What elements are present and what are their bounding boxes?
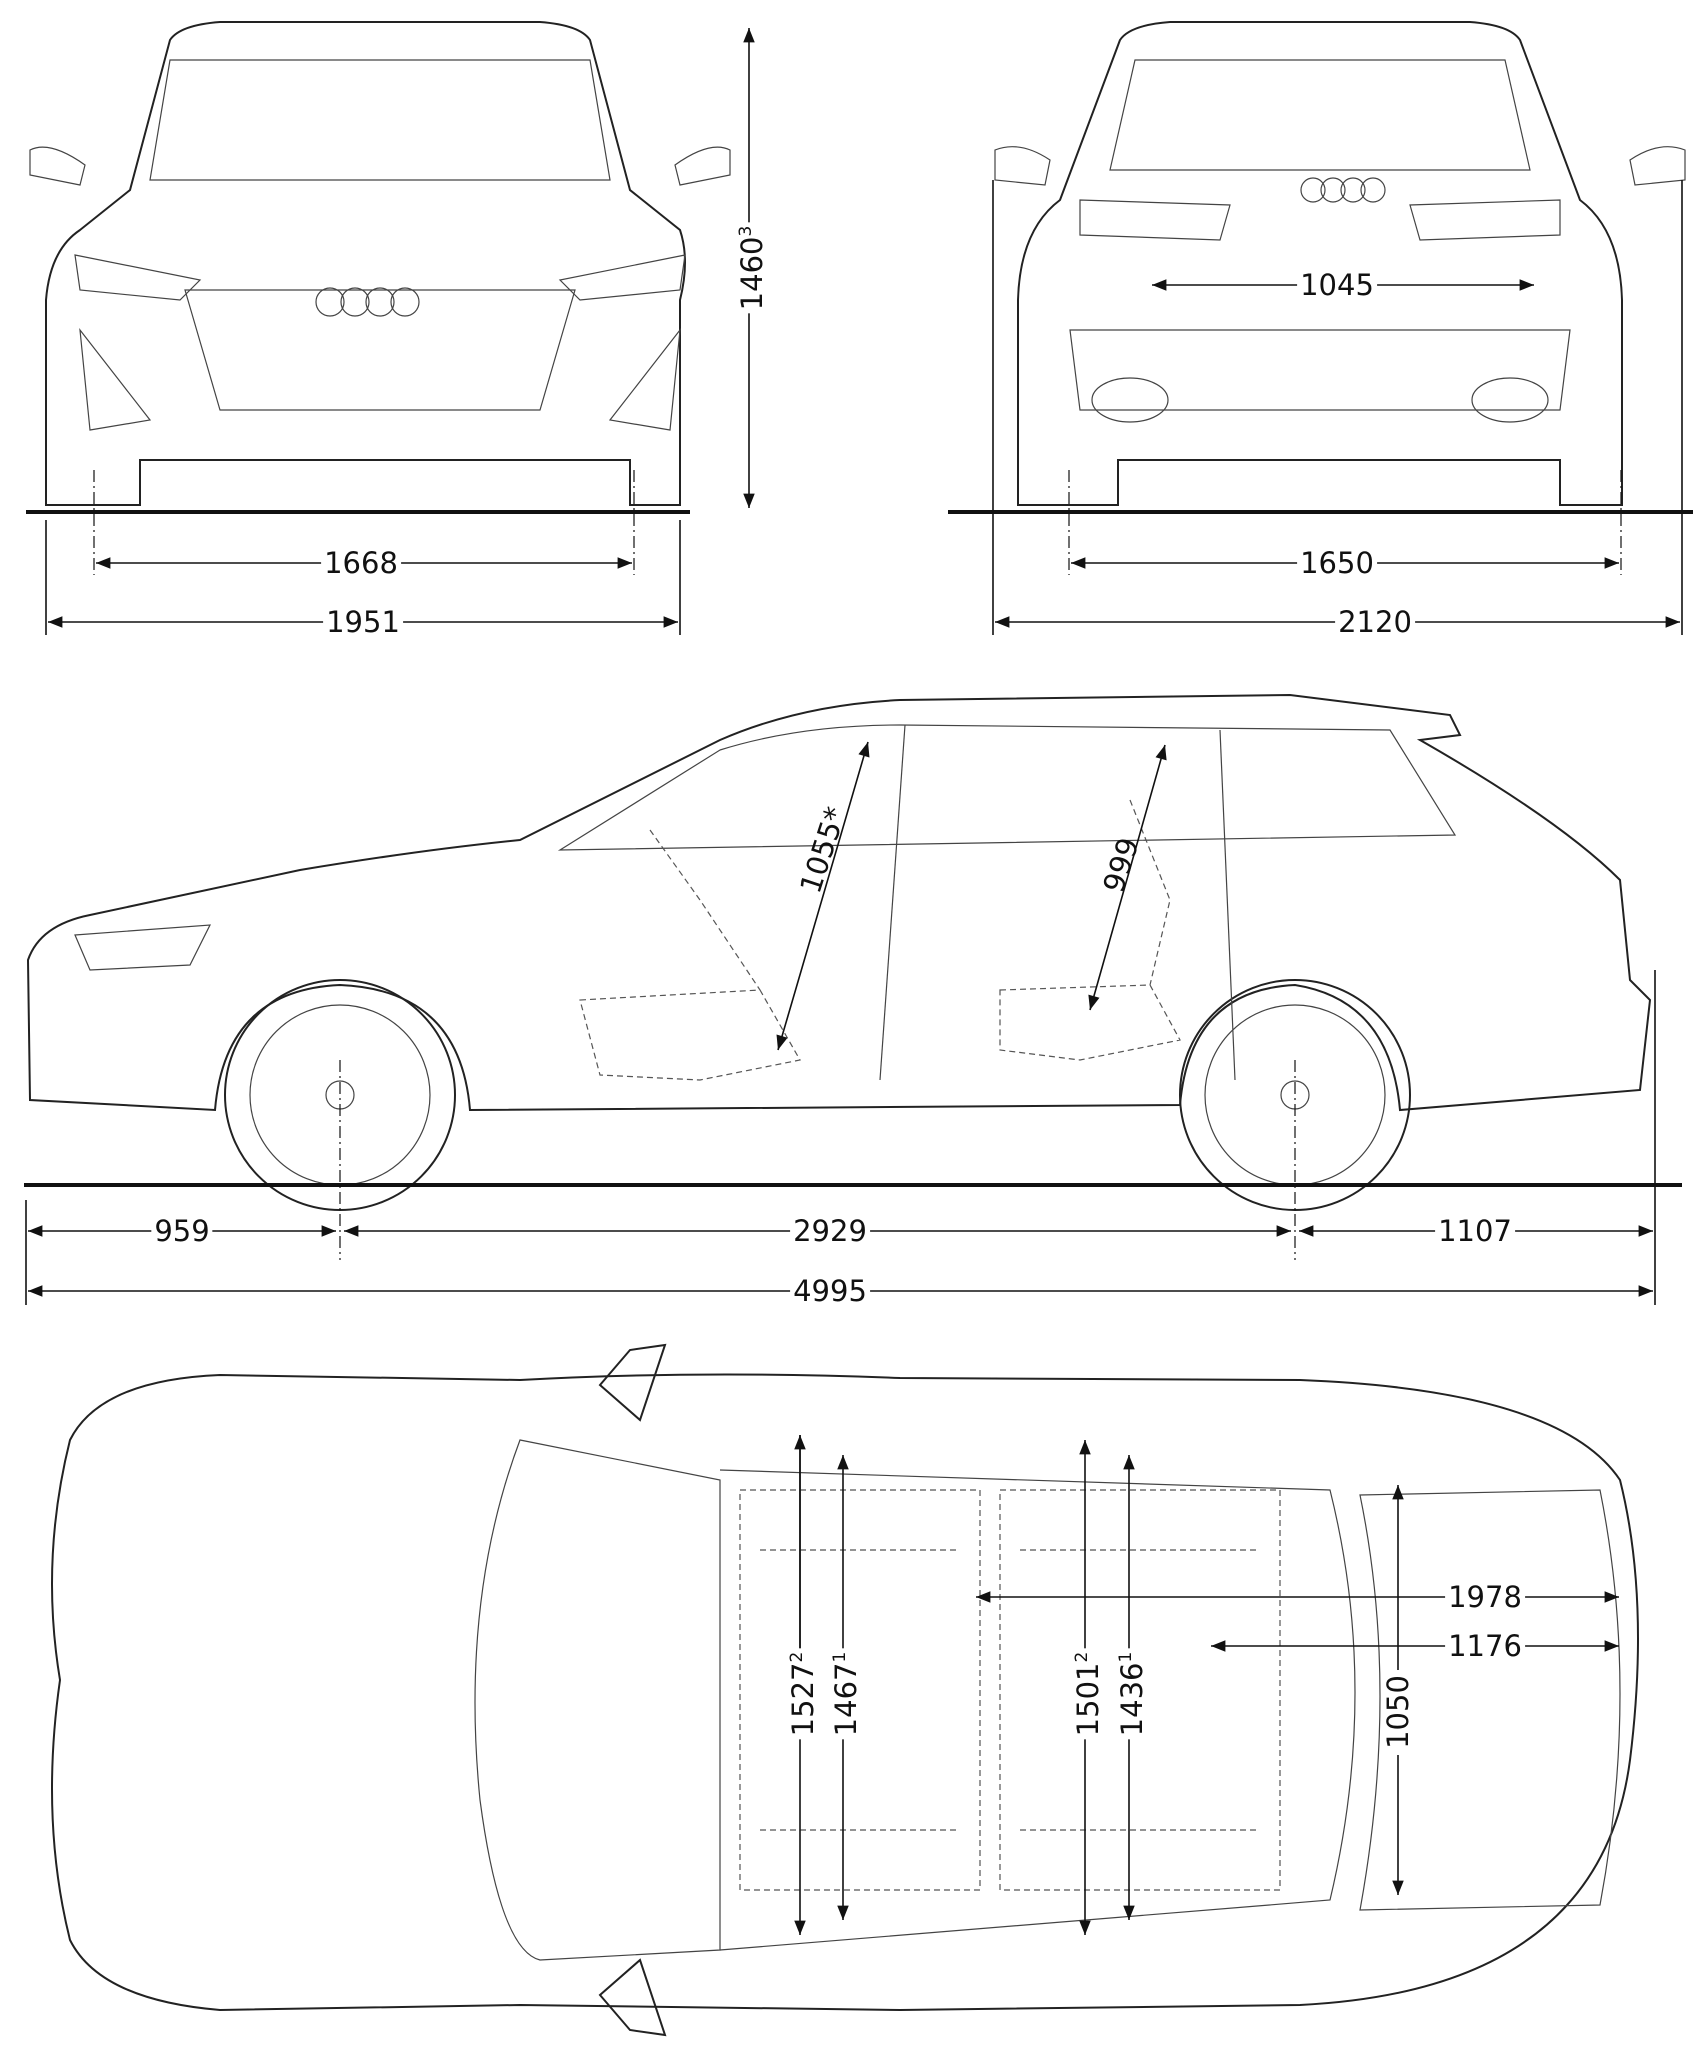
rear-shoulder-width-value: 1436 — [1114, 1662, 1149, 1737]
front-overhang-label: 959 — [151, 1215, 213, 1247]
rear-view-car — [994, 21, 1686, 506]
load-length-label: 1176 — [1445, 1630, 1525, 1662]
height-footnote: 3 — [736, 225, 757, 237]
rear-shoulder-width-label: 14361 — [1110, 1648, 1149, 1740]
front-elbow-width-value: 1527 — [785, 1662, 820, 1737]
rear-track-label: 1650 — [1297, 547, 1377, 579]
footnote: 2 — [1072, 1651, 1093, 1663]
width-mirrors-label: 2120 — [1335, 606, 1415, 638]
length-label: 4995 — [790, 1275, 870, 1307]
wheelbase-label: 2929 — [790, 1215, 870, 1247]
load-length-folded-label: 1978 — [1445, 1581, 1525, 1613]
front-shoulder-width-value: 1467 — [828, 1662, 863, 1737]
footnote: 2 — [787, 1651, 808, 1663]
rear-elbow-width-label: 15012 — [1066, 1648, 1105, 1740]
front-view-car — [29, 21, 731, 506]
top-view-car — [51, 1343, 1639, 2037]
front-shoulder-width-label: 14671 — [824, 1648, 863, 1740]
footnote: 1 — [1116, 1651, 1137, 1663]
rear-overhang-label: 1107 — [1435, 1215, 1515, 1247]
height-value: 1460 — [734, 236, 769, 311]
front-track-label: 1668 — [321, 547, 401, 579]
side-view-car — [26, 693, 1652, 1211]
loading-width-label: 1045 — [1297, 269, 1377, 301]
footnote: 1 — [830, 1651, 851, 1663]
rear-elbow-width-value: 1501 — [1070, 1662, 1105, 1737]
front-elbow-width-label: 15272 — [781, 1648, 820, 1740]
load-width-label: 1050 — [1381, 1672, 1415, 1752]
width-label: 1951 — [323, 606, 403, 638]
front-height-label: 14603 — [730, 222, 769, 314]
